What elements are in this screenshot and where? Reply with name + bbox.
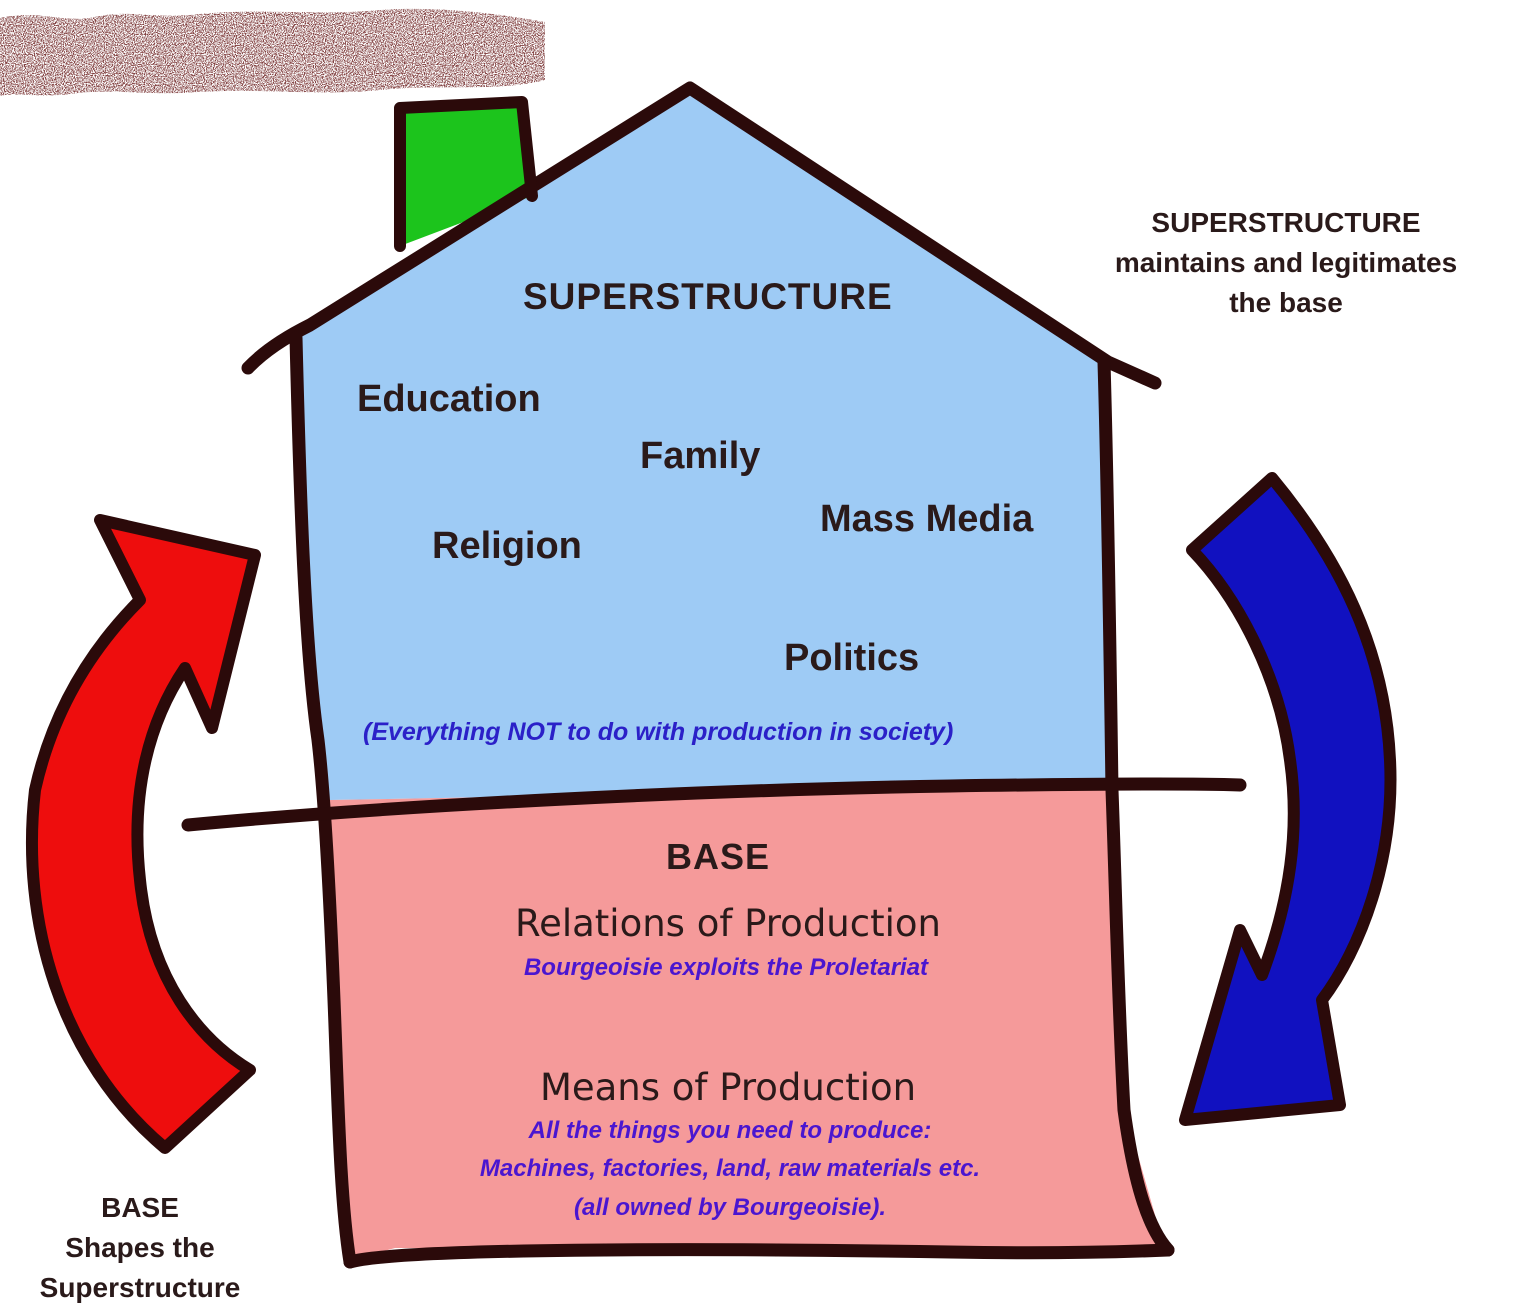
right-caption-line-1: SUPERSTRUCTURE — [1151, 207, 1421, 238]
left-caption-line-1: BASE — [101, 1192, 179, 1223]
means-heading: Means of Production — [539, 1066, 917, 1109]
right-caption-line-3: the base — [1229, 287, 1343, 318]
item-education: Education — [357, 378, 541, 420]
superstructure-title: SUPERSTRUCTURE — [523, 276, 893, 317]
relations-note: Bourgeoisie exploits the Proletariat — [523, 954, 929, 981]
item-family: Family — [640, 435, 761, 477]
item-politics: Politics — [784, 637, 920, 679]
smoke-cloud-icon — [0, 8, 545, 97]
superstructure-area — [295, 88, 1110, 800]
superstructure-note: (Everything NOT to do with production in… — [363, 718, 954, 746]
means-note-line-3: (all owned by Bourgeoisie). — [573, 1194, 887, 1221]
item-religion: Religion — [432, 525, 582, 567]
relations-heading: Relations of Production — [515, 902, 941, 945]
right-caption-line-2: maintains and legitimates — [1114, 247, 1458, 278]
right-caption: SUPERSTRUCTURE maintains and legitimates… — [1115, 203, 1457, 323]
left-caption-line-3: Superstructure — [39, 1272, 241, 1303]
curved-arrow-up-icon — [31, 520, 255, 1148]
left-caption: BASE Shapes the Superstructure — [40, 1188, 241, 1308]
means-note-line-2: Machines, factories, land, raw materials… — [479, 1155, 981, 1182]
base-area — [330, 786, 1165, 1262]
base-title: BASE — [665, 836, 771, 877]
item-mass-media: Mass Media — [820, 498, 1034, 540]
house-outline — [25, 81, 1397, 1269]
means-note-line-1: All the things you need to produce: — [528, 1117, 932, 1144]
chimney-icon — [400, 102, 532, 246]
left-caption-line-2: Shapes the — [65, 1232, 215, 1263]
